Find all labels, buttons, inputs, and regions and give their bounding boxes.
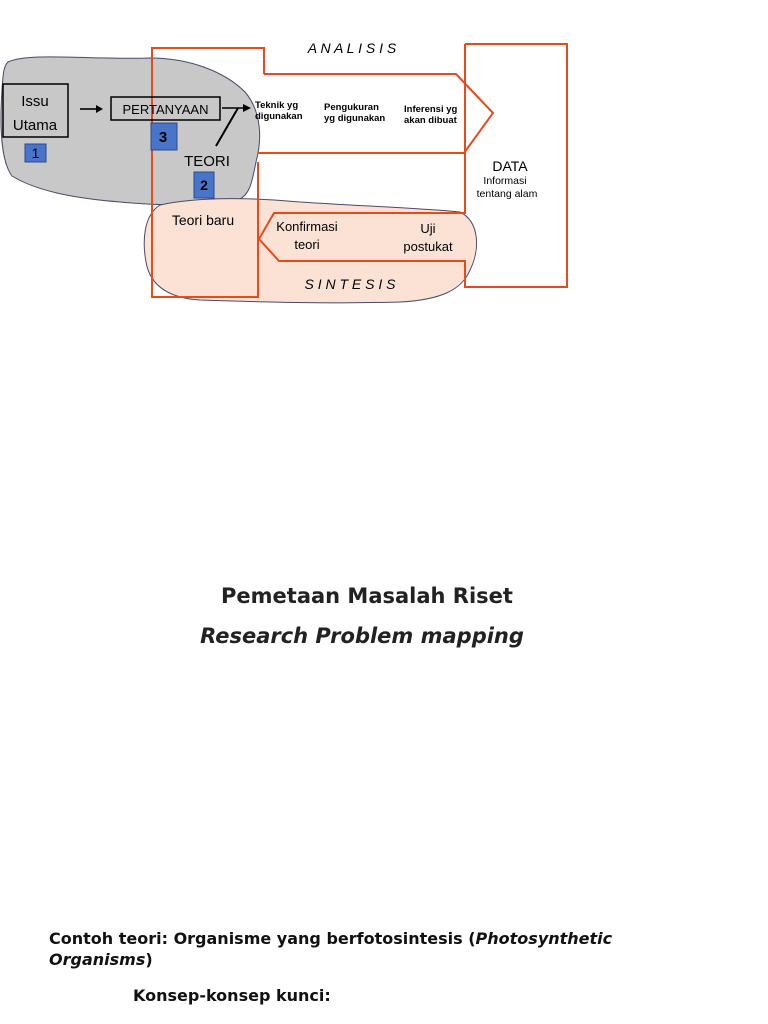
inferensi-line2: akan dibuat [404, 115, 458, 126]
konfirmasi-line2: teori [294, 237, 319, 252]
example-theory: Contoh teori: Organisme yang berfotosint… [49, 928, 709, 970]
page-subtitle: Research Problem mapping [200, 624, 524, 648]
sintesis-label: S I N T E S I S [304, 276, 396, 292]
konfirmasi-line1: Konfirmasi [276, 219, 338, 234]
issu-number-badge [24, 143, 47, 163]
example-italic: Photosynthetic Organisms [49, 929, 613, 969]
arrow-teori-teknik [215, 107, 239, 147]
key-concepts-label: Konsep-konsep kunci: [133, 986, 331, 1005]
page-title: Pemetaan Masalah Riset [221, 584, 513, 608]
teknik-line1: Teknik yg [255, 100, 298, 111]
research-mapping-diagram: Issu Utama 1 PERTANYAAN 3 TEORI 2 A N A … [0, 40, 568, 304]
analisis-label: A N A L I S I S [307, 40, 397, 56]
uji-line1: Uji [420, 221, 435, 236]
teknik-line2: digunakan [255, 111, 303, 122]
arrow-head-icon [243, 104, 251, 112]
pengukuran-line1: Pengukuran [324, 102, 379, 113]
pertanyaan-number: 3 [159, 129, 167, 146]
issu-utama-box [2, 83, 69, 138]
teori-baru-label: Teori baru [172, 212, 234, 228]
peach-cloud [143, 198, 478, 304]
pertanyaan-box [110, 96, 221, 121]
example-suffix: ) [145, 950, 153, 969]
pertanyaan-number-badge [150, 122, 178, 151]
example-prefix: Contoh teori: Organisme yang berfotosint… [49, 929, 476, 948]
pengukuran-line2: yg digunakan [324, 113, 385, 124]
issu-line2: Utama [13, 117, 58, 134]
issu-line1: Issu [21, 93, 49, 110]
teori-number: 2 [200, 177, 208, 193]
teori-label: TEORI [184, 153, 230, 170]
arrow-head-icon [96, 105, 103, 113]
informasi-line1: Informasi [483, 175, 526, 187]
informasi-line2: tentang alam [477, 188, 538, 200]
data-label: DATA [492, 158, 528, 174]
pertanyaan-label: PERTANYAAN [123, 102, 209, 117]
teori-number-badge [193, 171, 215, 199]
issu-number: 1 [32, 145, 40, 161]
red-frame [151, 43, 568, 298]
inferensi-line1: Inferensi yg [404, 104, 458, 115]
uji-line2: postukat [403, 239, 453, 254]
